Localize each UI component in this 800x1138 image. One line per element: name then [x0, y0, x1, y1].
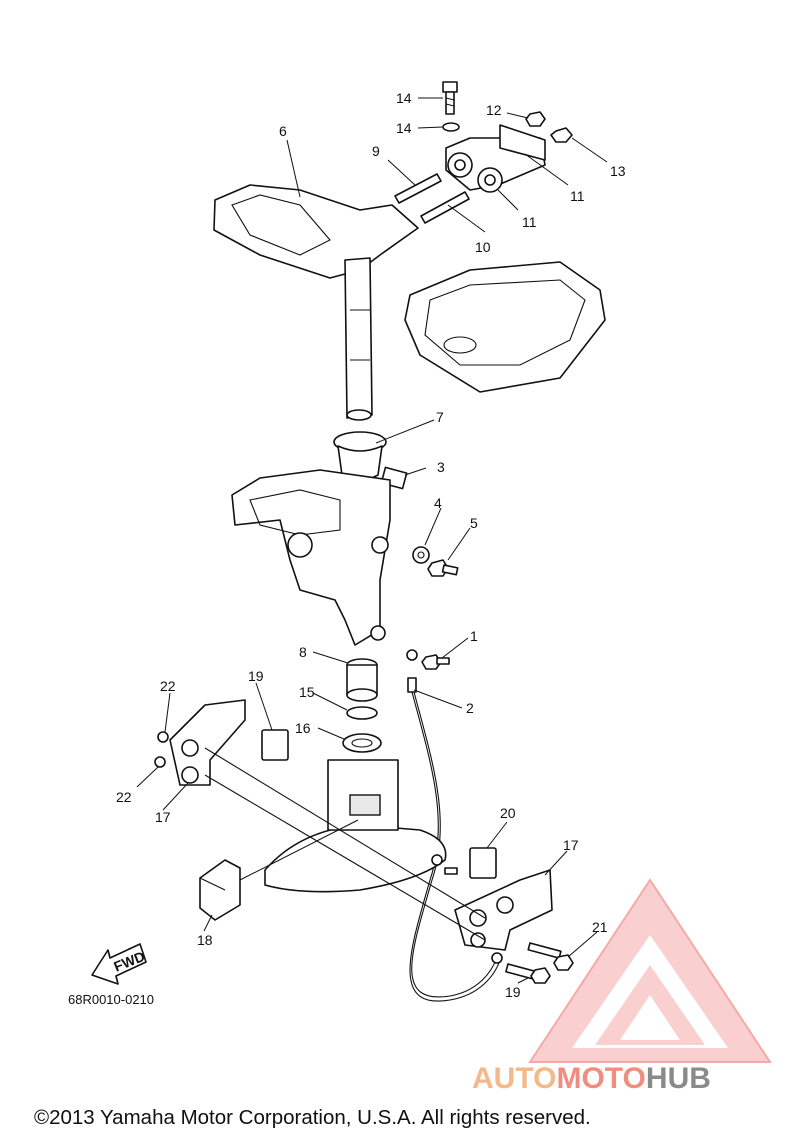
callout-21: 21: [592, 919, 608, 935]
part-15-bolt: [442, 81, 458, 115]
callout-18: 18: [197, 932, 213, 948]
part-19-pad-right: [469, 847, 497, 879]
callout-15: 14: [396, 90, 412, 106]
callout-19a: 19: [248, 668, 264, 684]
callout-labels: 14 14 12 13 11 11 9 10 6 7 3 4 5 1 2 8 1…: [116, 90, 626, 1000]
callout-20: 19: [505, 984, 521, 1000]
clamp-rod-lower: [204, 774, 486, 941]
part-21-bolt: [527, 942, 574, 971]
upper-casing: [404, 261, 606, 393]
callout-17a: 17: [155, 809, 171, 825]
part-11-stud-lower: [420, 191, 470, 224]
drawing-code: 68R0010-0210: [68, 992, 154, 1007]
copyright-notice: ©2013 Yamaha Motor Corporation, U.S.A. A…: [34, 1106, 591, 1129]
forward-arrow: FWD: [91, 943, 147, 985]
callout-13: 11: [570, 188, 585, 204]
part-16-washer: [442, 122, 460, 132]
callout-9: 15: [299, 684, 315, 700]
callout-2: 2: [466, 700, 474, 716]
part-6-steering-arm: [213, 184, 419, 421]
part-20-bolt: [505, 963, 551, 984]
watermark-auto: AUTO: [472, 1062, 556, 1095]
watermark-text: AUTOMOTOHUB: [472, 1062, 711, 1095]
part-4-collar: [412, 546, 430, 564]
lower-casing: [264, 759, 447, 893]
part-14-nut-a: [525, 111, 546, 127]
ground-screw: [431, 854, 458, 875]
part-1-bolt: [421, 654, 450, 670]
watermark-logo: [528, 878, 772, 1063]
part-22-nut-b: [154, 756, 166, 768]
part-12-13-mount-bracket: [445, 124, 546, 193]
callout-10: 16: [295, 720, 311, 736]
callout-22a: 22: [160, 678, 176, 694]
part-17-clamp-left: [169, 699, 246, 786]
clamp-rod-upper: [204, 747, 486, 919]
part-14-nut-b: [550, 127, 573, 143]
callout-6: 6: [279, 123, 287, 139]
watermark-moto: MOTO: [556, 1062, 645, 1095]
part-2-ground-wire: [406, 649, 503, 1002]
part-17-clamp-right: [454, 869, 553, 951]
callout-1: 1: [470, 628, 478, 644]
part-9-o-ring: [346, 706, 378, 720]
part-19-pad-left: [261, 729, 289, 761]
part-11-stud-upper: [394, 173, 442, 204]
part-18-pad: [199, 859, 241, 921]
part-5-bolt: [427, 559, 459, 577]
callout-14b: 13: [610, 163, 626, 179]
leader-lines: [136, 97, 608, 984]
callout-17b: 17: [563, 837, 579, 853]
callout-5: 5: [470, 515, 478, 531]
callout-12: 11: [522, 214, 537, 230]
callout-16: 14: [396, 120, 412, 136]
part-22-nut-a: [157, 731, 169, 743]
callout-19b: 20: [500, 805, 516, 821]
watermark-hub: HUB: [646, 1062, 711, 1095]
callout-11b: 10: [475, 239, 491, 255]
callout-8: 8: [299, 644, 307, 660]
callout-3: 3: [437, 459, 445, 475]
callout-11a: 9: [372, 143, 380, 159]
part-8-bushing: [346, 658, 378, 702]
callout-4: 4: [434, 495, 442, 511]
swivel-bracket: [231, 469, 391, 646]
callout-22b: 22: [116, 789, 132, 805]
part-10-oil-seal: [342, 733, 382, 753]
callout-7: 7: [436, 409, 444, 425]
callout-14a: 12: [486, 102, 502, 118]
